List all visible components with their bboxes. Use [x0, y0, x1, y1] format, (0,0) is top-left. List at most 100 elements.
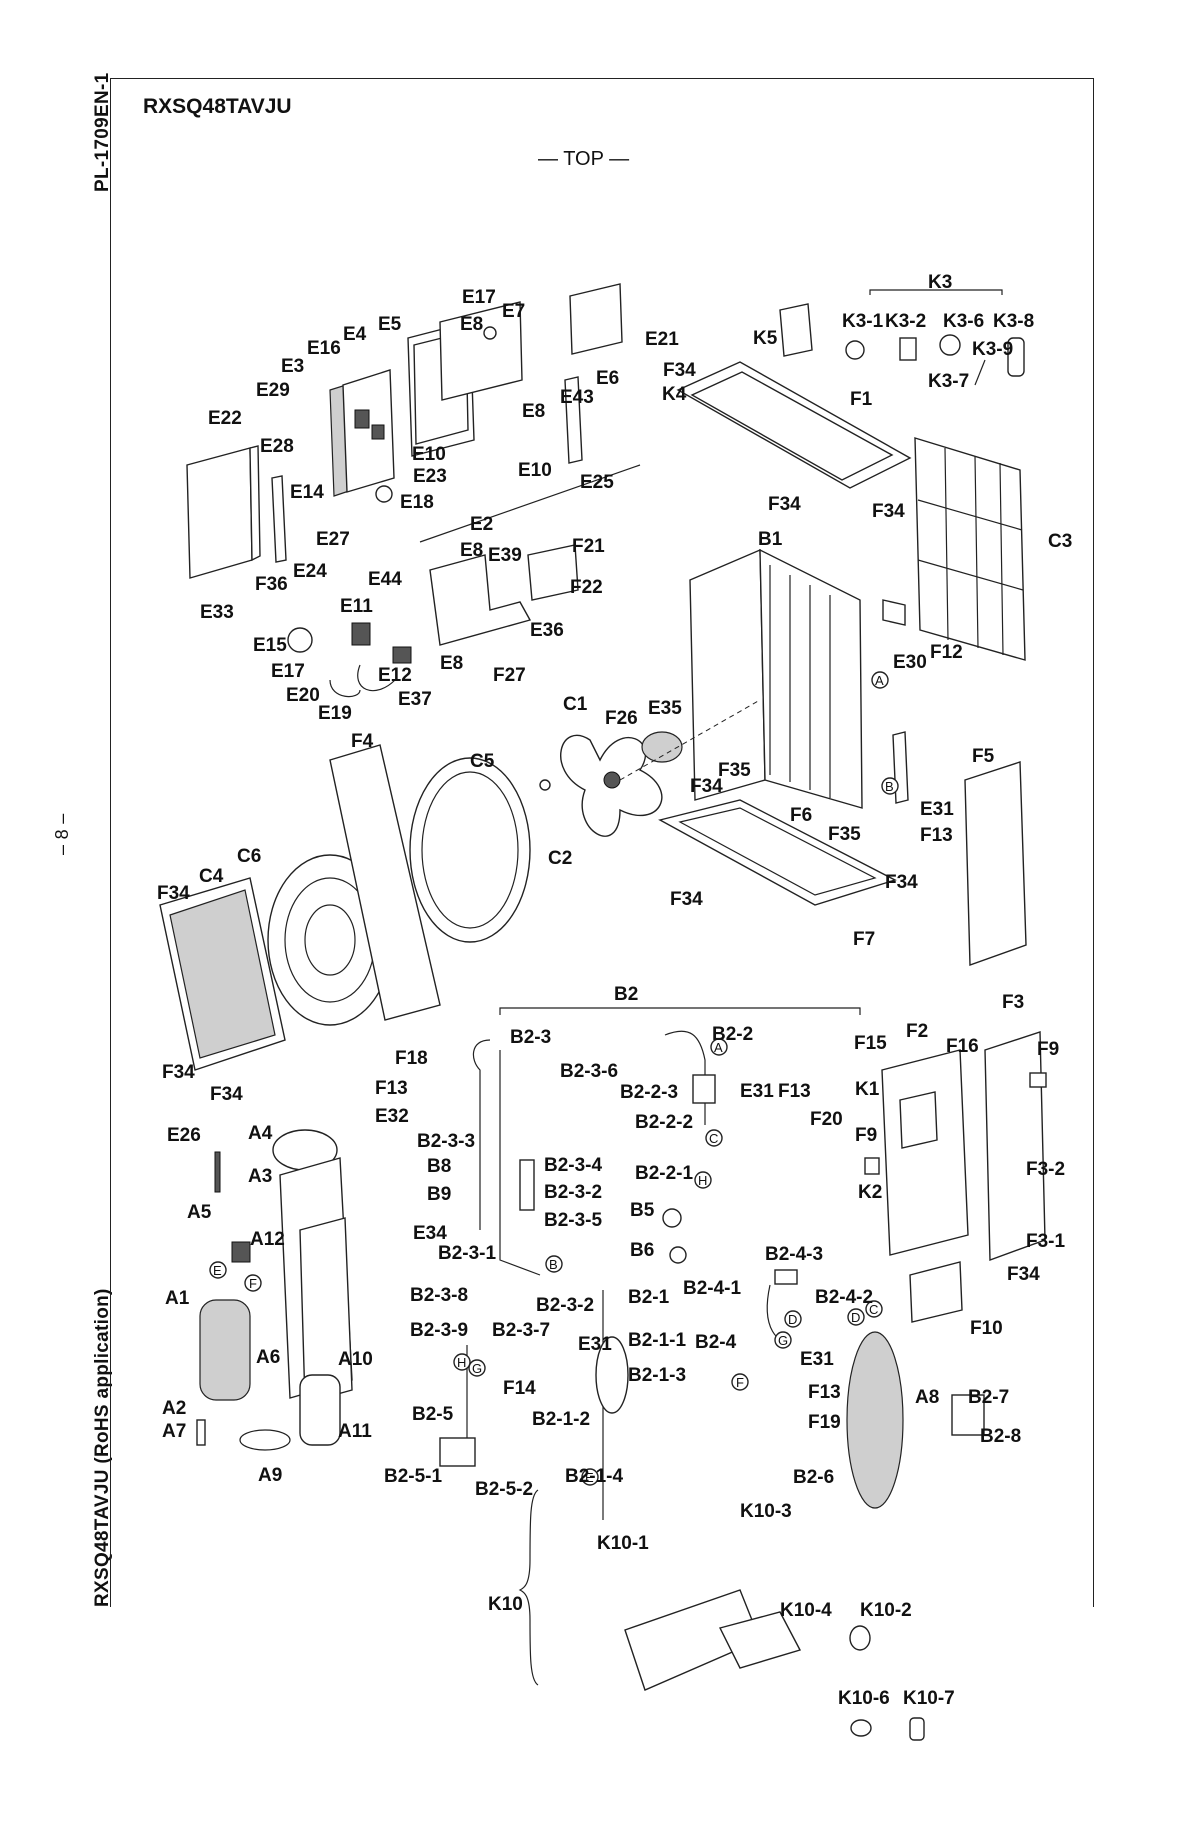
k10-group-brace [518, 1489, 539, 1686]
part-label: A3 [248, 1166, 272, 1187]
part-label: F22 [570, 577, 603, 598]
part-label: B2-1-2 [532, 1409, 590, 1430]
part-label: B2-3-2 [536, 1295, 594, 1316]
part-label: B9 [427, 1184, 451, 1205]
part-label: F34 [663, 360, 696, 381]
part-k10-2-cap [849, 1625, 871, 1651]
e2-group-line [419, 464, 641, 543]
part-label: F34 [1007, 1264, 1040, 1285]
part-label: E39 [488, 545, 522, 566]
part-label: K10-4 [780, 1600, 832, 1621]
connection-mark-c-text: C [709, 1131, 718, 1146]
part-label: F34 [872, 501, 905, 522]
part-e33-side [249, 445, 261, 562]
part-f4-front-panel [329, 744, 441, 1021]
part-label: E31 [800, 1349, 834, 1370]
part-label: E6 [596, 368, 619, 389]
part-k3-9 [974, 359, 986, 386]
part-label: B2-4-3 [765, 1244, 823, 1265]
part-label: F15 [854, 1033, 887, 1054]
part-label: B2-1-1 [628, 1330, 687, 1351]
part-label: B2-6 [793, 1467, 834, 1488]
part-label: C3 [1048, 531, 1072, 552]
part-label: E26 [167, 1125, 201, 1146]
part-e25-rail [564, 376, 583, 464]
part-a10-jacket [299, 1217, 353, 1404]
part-label: E24 [293, 561, 327, 582]
part-label: B2-4-1 [683, 1278, 742, 1299]
part-label: E15 [253, 635, 287, 656]
part-a1-compressor [199, 1299, 251, 1401]
connection-mark-f2-text: F [249, 1276, 257, 1291]
part-f2-front-panel [881, 1049, 969, 1256]
part-c3-guard [914, 437, 1026, 661]
connection-mark-b-text: B [885, 779, 894, 794]
switch-box-assembly [186, 283, 641, 698]
connection-mark-e [581, 1468, 599, 1486]
part-label: A4 [248, 1123, 273, 1144]
k10-accessories [518, 1489, 925, 1741]
part-label: E34 [413, 1223, 447, 1244]
connection-mark-c [705, 1129, 723, 1147]
part-label: F34 [162, 1062, 195, 1083]
part-label: A6 [256, 1347, 280, 1368]
part-label: A12 [250, 1229, 285, 1250]
part-pcb-component [371, 424, 385, 440]
part-e15-coil [287, 627, 313, 653]
connection-mark-b [881, 777, 899, 795]
group-label-k3: K3 [928, 272, 952, 293]
part-label: K10-7 [903, 1688, 955, 1709]
part-label: E17 [271, 661, 305, 682]
part-label: B8 [427, 1156, 451, 1177]
part-label: A8 [915, 1387, 939, 1408]
part-f22-sheet [527, 544, 579, 601]
part-label: E16 [307, 338, 341, 359]
drawing-frame [110, 78, 1094, 1607]
part-label: F34 [690, 776, 723, 797]
part-label: B2-3-6 [560, 1061, 618, 1082]
part-label: E31 [740, 1081, 774, 1102]
part-label: E8 [460, 540, 483, 561]
part-label: F2 [906, 1021, 928, 1042]
connection-mark-a2 [710, 1038, 728, 1056]
part-label: E17 [462, 287, 496, 308]
connection-mark-c2 [865, 1300, 883, 1318]
part-f9-clip [1029, 1072, 1047, 1088]
part-e30-sensor [882, 599, 906, 626]
part-label: E12 [378, 665, 412, 686]
part-label: B2-1-4 [565, 1466, 624, 1487]
part-label: E4 [343, 324, 367, 345]
part-label: F4 [351, 731, 374, 752]
connection-mark-g-text: G [778, 1333, 788, 1348]
part-label: C6 [237, 846, 261, 867]
part-label: F20 [810, 1109, 843, 1130]
part-label: E27 [316, 529, 350, 550]
view-orientation: — TOP — [538, 148, 630, 170]
part-f1-inner [690, 371, 894, 481]
part-label: E5 [378, 314, 402, 335]
part-label: K2 [858, 1182, 882, 1203]
part-label: K10-2 [860, 1600, 912, 1621]
part-label: A11 [338, 1421, 372, 1442]
part-label: B1 [758, 529, 783, 550]
part-label: F13 [778, 1081, 811, 1102]
connection-mark-b2-text: B [549, 1257, 558, 1272]
connection-mark-h2-text: H [457, 1355, 466, 1370]
part-label: E8 [440, 653, 463, 674]
connection-mark-a [871, 671, 889, 689]
part-label: F12 [930, 642, 963, 663]
part-label: E29 [256, 380, 290, 401]
part-label: K10-3 [740, 1501, 792, 1522]
part-c5-bellmouth [409, 757, 531, 943]
part-k3-8 [1007, 337, 1025, 377]
part-e37-wire [357, 664, 396, 692]
part-label: B2-8 [980, 1426, 1021, 1447]
part-label: F21 [572, 536, 605, 557]
part-k10-4-sheet [718, 1611, 802, 1669]
part-label: A10 [338, 1349, 373, 1370]
part-label: K3-6 [943, 311, 984, 332]
b2-group-bracket [499, 1007, 861, 1015]
part-label: E3 [281, 356, 304, 377]
part-label: E20 [286, 685, 320, 706]
connection-marks: A B A C H B D G D C F H G E E F [209, 671, 899, 1486]
